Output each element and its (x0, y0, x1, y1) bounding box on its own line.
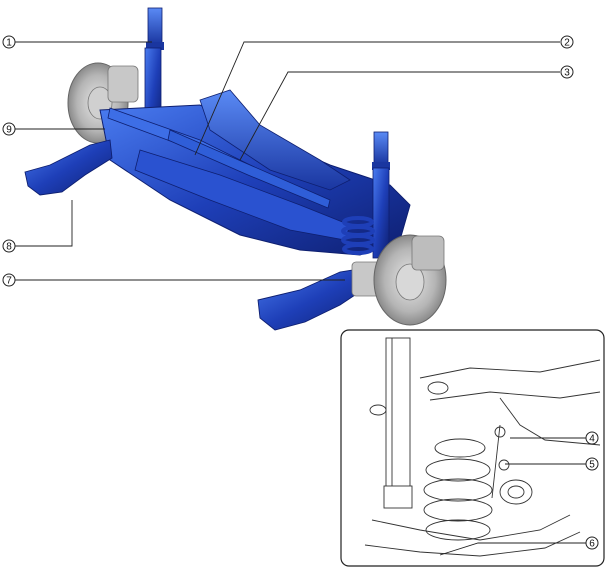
callout-6: 6 (585, 536, 599, 550)
callout-label: 1 (6, 38, 12, 49)
callout-5: 5 (585, 457, 599, 471)
callout-3: 3 (560, 65, 574, 79)
leader-lines (14, 41, 586, 556)
right-coil-spring (341, 216, 375, 255)
callout-7: 7 (2, 273, 16, 287)
callout-label: 3 (564, 68, 570, 79)
callout-label: 2 (564, 38, 570, 49)
callout-4: 4 (585, 431, 599, 445)
callout-2: 2 (560, 35, 574, 49)
callout-label: 7 (6, 276, 12, 287)
callout-label: 6 (589, 539, 595, 550)
callout-label: 9 (6, 125, 12, 136)
callout-label: 8 (6, 242, 12, 253)
rear-suspension-assembly (24, 7, 447, 331)
detail-inset (340, 329, 605, 567)
inset-line-art (364, 337, 601, 557)
left-trailing-arm (24, 139, 113, 196)
callout-9: 9 (2, 122, 16, 136)
right-brake-disc (351, 234, 447, 326)
upper-arms (107, 107, 331, 209)
callout-1: 1 (2, 35, 16, 49)
callout-8: 8 (2, 239, 16, 253)
callout-label: 5 (589, 460, 595, 471)
callout-label: 4 (589, 434, 595, 445)
